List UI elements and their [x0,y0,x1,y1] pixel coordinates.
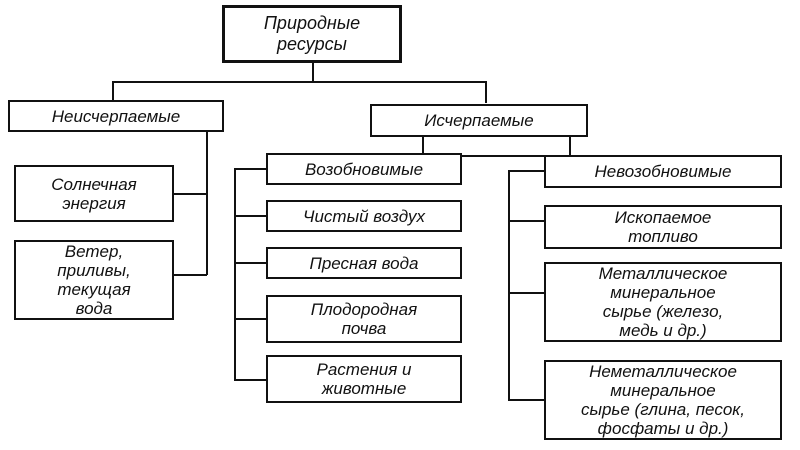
inexhaustible-item: Ветер, приливы, текущая вода [14,240,174,320]
connector [422,136,424,156]
connector [508,292,544,294]
connector [174,193,207,195]
renewable-item: Растения и животные [266,355,462,403]
connector [234,318,266,320]
nonrenewable-item: Металлическое минеральное сырье (железо,… [544,262,782,342]
connector [174,274,207,276]
connector [234,262,266,264]
renewable-node: Возобновимые [266,153,462,185]
renewable-item: Плодородная почва [266,295,462,343]
connector [234,168,266,170]
inexhaustible-item: Солнечная энергия [14,165,174,222]
connector [569,136,571,156]
connector [508,170,544,172]
nonrenewable-item: Неметаллическое минеральное сырье (глина… [544,360,782,440]
inexhaustible-node: Неисчерпаемые [8,100,224,132]
connector [508,399,544,401]
connector [112,81,486,83]
connector [234,168,236,380]
connector [234,379,266,381]
connector [112,81,114,103]
connector [234,215,266,217]
connector [422,155,570,157]
connector [312,62,314,82]
nonrenewable-item: Ископаемое топливо [544,205,782,249]
connector [206,130,208,275]
root-node: Природные ресурсы [222,5,402,63]
renewable-item: Чистый воздух [266,200,462,232]
connector [508,170,510,400]
renewable-item: Пресная вода [266,247,462,279]
connector [508,220,544,222]
connector [485,81,487,103]
nonrenewable-node: Невозобновимые [544,155,782,188]
exhaustible-node: Исчерпаемые [370,104,588,137]
